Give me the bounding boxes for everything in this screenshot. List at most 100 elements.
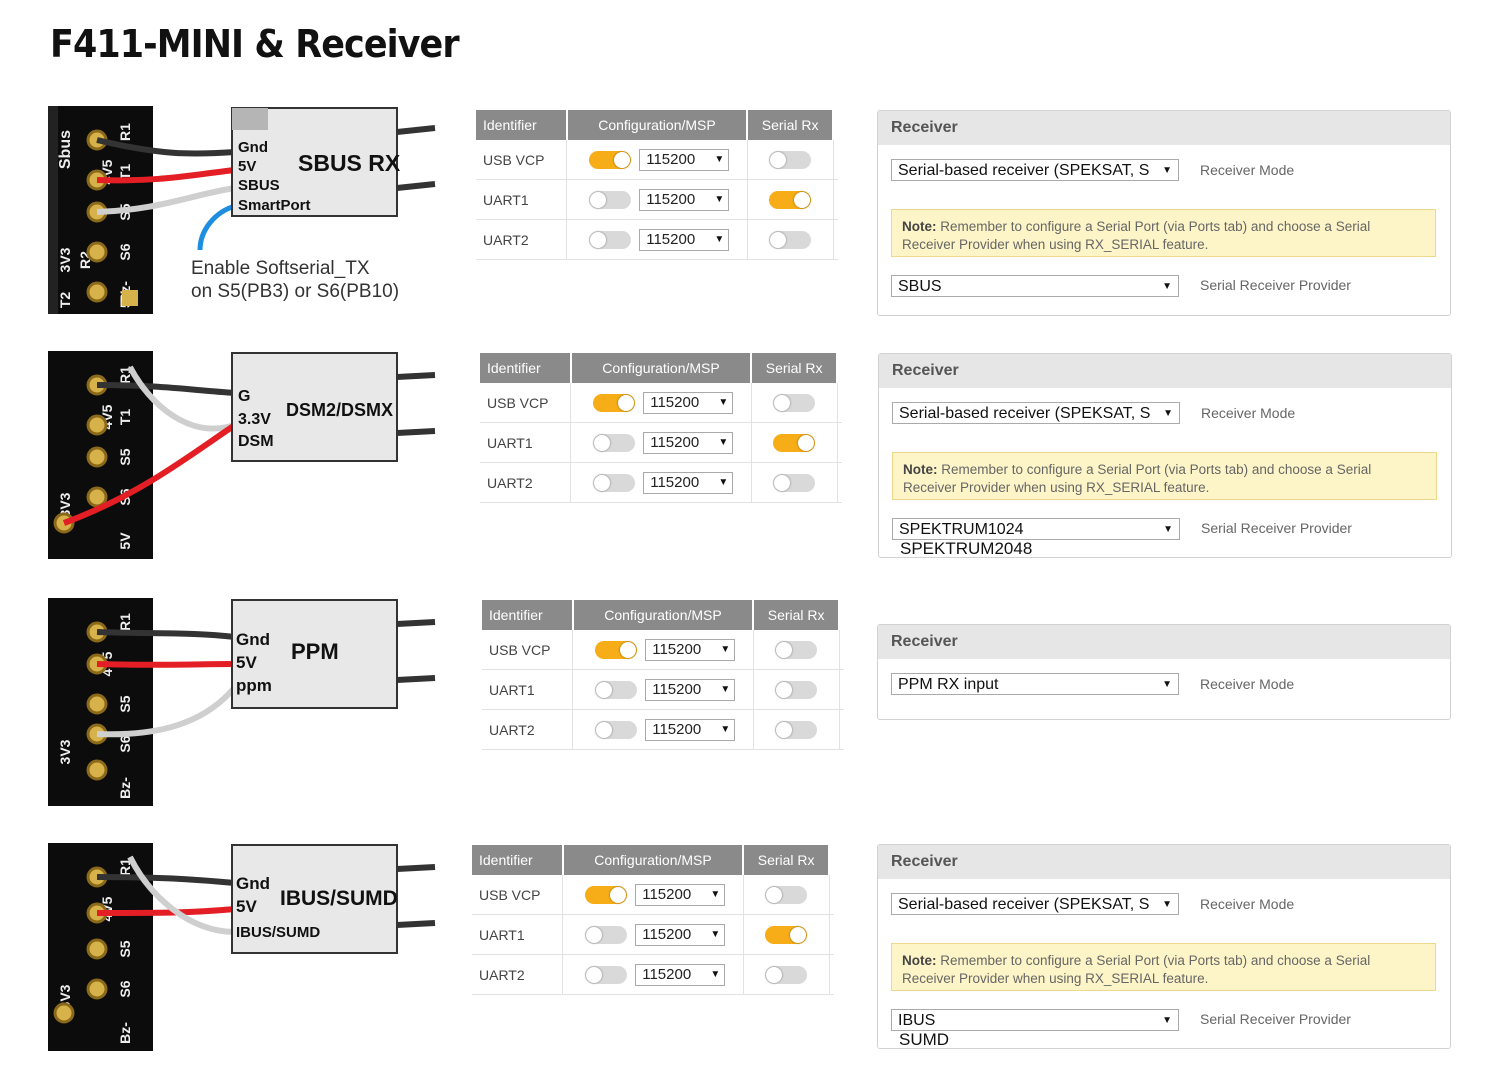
ports-table-sbus: Identifier Configuration/MSP Serial Rx U… [476,110,838,260]
receiver-pin-label: Gnd [238,139,268,156]
pin-label: T1 [117,409,133,426]
baud-select[interactable]: 115200▼ [639,148,730,171]
receiver-mode-select[interactable]: Serial-based receiver (SPEKSAT, S▼ [891,893,1179,915]
column-header: Identifier [480,353,572,383]
pin-label: 3V3 [57,739,73,764]
baud-select[interactable]: 115200▼ [645,678,736,701]
serial-rx-toggle[interactable] [769,230,812,249]
caret-down-icon: ▼ [714,194,725,205]
pin-label: T2 [57,292,73,309]
port-identifier: UART1 [482,669,574,710]
provider-select[interactable]: SBUS▼ [891,275,1179,297]
serial-rx-toggle[interactable] [769,190,812,209]
baud-select[interactable]: 115200▼ [645,638,736,661]
receiver-mode-select[interactable]: PPM RX input▼ [891,673,1179,695]
serial-rx-toggle[interactable] [773,473,816,492]
baud-select[interactable]: 115200▼ [639,188,730,211]
serial-rx-toggle[interactable] [773,433,816,452]
pin-label: S5 [117,940,133,957]
caret-down-icon: ▼ [718,437,729,448]
receiver-name: IBUS/SUMD [280,887,398,910]
baud-select[interactable]: 115200▼ [639,228,730,251]
table-row: UART1 115200▼ [476,179,838,220]
caret-down-icon: ▼ [720,724,731,735]
caret-down-icon: ▼ [1162,679,1172,690]
port-identifier: UART2 [472,954,564,995]
port-identifier: UART2 [480,462,572,503]
pin-label: R1 [117,123,133,141]
port-identifier: USB VCP [472,875,564,915]
column-header: Serial Rx [743,845,831,875]
table-row: UART2 115200▼ [482,709,844,750]
baud-select[interactable]: 115200▼ [643,471,734,494]
caret-down-icon: ▼ [714,234,725,245]
serial-rx-toggle[interactable] [775,640,818,659]
ports-table-ibus: Identifier Configuration/MSP Serial Rx U… [472,845,834,995]
serial-rx-toggle[interactable] [765,925,808,944]
baud-select[interactable]: 115200▼ [643,431,734,454]
msp-toggle[interactable] [589,190,632,209]
msp-toggle[interactable] [593,393,636,412]
column-header: Identifier [476,110,568,140]
receiver-module [231,107,398,217]
caret-down-icon: ▼ [720,644,731,655]
serial-rx-toggle[interactable] [765,885,808,904]
column-header: Configuration/MSP [572,600,755,630]
column-header: Configuration/MSP [566,110,749,140]
receiver-mode-label: Receiver Mode [1200,162,1295,178]
column-header: Serial Rx [753,600,841,630]
msp-toggle[interactable] [595,720,638,739]
serial-rx-toggle[interactable] [765,965,808,984]
baud-select[interactable]: 115200▼ [635,923,726,946]
baud-select[interactable]: 115200▼ [643,391,734,414]
msp-toggle[interactable] [595,680,638,699]
provider-select[interactable]: IBUS▼ [891,1009,1179,1031]
baud-select[interactable]: 115200▼ [635,883,726,906]
receiver-pin-label: 3.3V [238,411,271,428]
table-row: USB VCP 115200▼ [482,630,844,670]
caret-down-icon: ▼ [1162,165,1172,176]
pin-label: Bz- [117,777,133,799]
msp-toggle[interactable] [595,640,638,659]
serial-rx-toggle[interactable] [775,680,818,699]
msp-toggle[interactable] [585,965,628,984]
caret-down-icon: ▼ [710,929,721,940]
column-header: Identifier [472,845,564,875]
caret-down-icon: ▼ [720,684,731,695]
receiver-name: PPM [291,639,339,664]
serial-rx-toggle[interactable] [773,393,816,412]
provider-option: SUMD [899,1030,950,1049]
port-identifier: UART1 [480,422,572,463]
note-box: Note: Remember to configure a Serial Por… [892,452,1437,500]
page-title: F411-MINI & Receiver [50,22,460,66]
baud-select[interactable]: 115200▼ [645,718,736,741]
receiver-pin-label: ppm [236,676,272,695]
receiver-pin-label: IBUS/SUMD [236,924,320,941]
msp-toggle[interactable] [593,473,636,492]
receiver-name: DSM2/DSMX [286,400,393,420]
provider-select[interactable]: SPEKTRUM1024▼ [892,518,1180,540]
pin-label: T1 [117,164,133,181]
table-row: UART1 115200▼ [480,422,842,463]
table-row: UART1 115200▼ [482,669,844,710]
msp-toggle[interactable] [589,230,632,249]
msp-toggle[interactable] [585,925,628,944]
baud-select[interactable]: 115200▼ [635,963,726,986]
note-box: Note: Remember to configure a Serial Por… [891,209,1436,257]
receiver-panel-sbus: Receiver Serial-based receiver (SPEKSAT,… [877,110,1451,316]
msp-toggle[interactable] [589,150,632,169]
serial-rx-toggle[interactable] [775,720,818,739]
receiver-mode-select[interactable]: Serial-based receiver (SPEKSAT, S▼ [892,402,1180,424]
table-row: UART2 115200▼ [476,219,838,260]
table-row: UART1 115200▼ [472,914,834,955]
serial-rx-toggle[interactable] [769,150,812,169]
pin-label: S5 [117,695,133,712]
provider-option: SPEKTRUM2048 [900,539,1033,558]
pin-label: 3V3 [57,247,73,272]
msp-toggle[interactable] [593,433,636,452]
receiver-mode-select[interactable]: Serial-based receiver (SPEKSAT, S▼ [891,159,1179,181]
caret-down-icon: ▼ [710,969,721,980]
column-header: Serial Rx [751,353,839,383]
receiver-panel-dsm: Receiver Serial-based receiver (SPEKSAT,… [878,353,1452,558]
msp-toggle[interactable] [585,885,628,904]
